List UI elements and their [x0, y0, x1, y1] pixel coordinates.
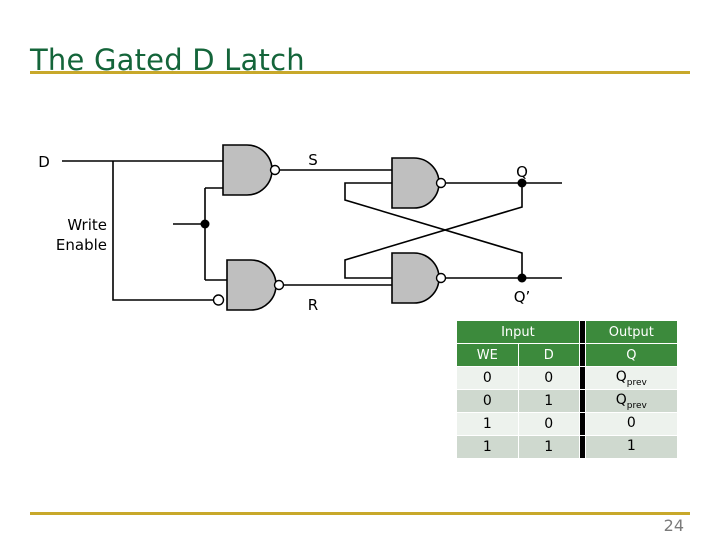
cell-q-subscript: prev: [626, 400, 647, 411]
cell-d: 0: [518, 413, 579, 435]
table-row: 1 1 1: [457, 436, 677, 458]
title-divider-rule: [30, 71, 690, 74]
column-header-d: D: [518, 344, 579, 366]
table-section-divider: [579, 344, 585, 366]
column-header-q: Q: [585, 344, 677, 366]
table-group-header-row: Input Output: [457, 321, 677, 343]
table-section-divider: [579, 436, 585, 458]
table-section-divider: [579, 321, 585, 343]
cell-we: 0: [457, 390, 518, 412]
cell-q: 0: [585, 413, 677, 435]
cell-q: 1: [585, 436, 677, 458]
junction-dot-write-enable: [200, 219, 210, 229]
label-r-node: R: [308, 296, 318, 314]
table-section-divider: [579, 413, 585, 435]
table-section-divider: [579, 367, 585, 389]
label-q-output: Q: [516, 163, 528, 181]
cell-q-base: 0: [626, 414, 636, 431]
nand-input-upper-output-bubble: [269, 164, 281, 176]
table-section-divider: [579, 390, 585, 412]
wire-crosscouple-q-to-lower: [344, 183, 523, 279]
cell-q: Qprev: [585, 390, 677, 412]
cell-we: 1: [457, 436, 518, 458]
wire-crosscouple-qnot-to-upper: [344, 182, 523, 278]
nand-input-lower-body: [226, 259, 277, 311]
cell-q-base: 1: [626, 437, 636, 454]
nand-latch-upper-output-bubble: [435, 177, 447, 189]
label-d-input: D: [38, 153, 50, 171]
nand-input-upper-body: [222, 144, 273, 196]
cell-q-base: Q: [615, 368, 627, 385]
wire-d-branch-to-lower-nand: [112, 161, 213, 301]
nand-latch-upper-body: [391, 157, 440, 209]
footer-divider-rule: [30, 512, 690, 515]
table-row: 0 1 Qprev: [457, 390, 677, 412]
page-number: 24: [663, 516, 684, 535]
label-write-enable-line1: Write: [67, 216, 107, 234]
nand-latch-lower-body: [391, 252, 440, 304]
group-header-output: Output: [585, 321, 677, 343]
nand-input-lower-output-bubble: [273, 279, 285, 291]
nand-input-lower-inverting-input-bubble: [212, 294, 225, 306]
table-row: 0 0 Qprev: [457, 367, 677, 389]
cell-q-subscript: prev: [626, 377, 647, 388]
group-header-input: Input: [457, 321, 579, 343]
nand-latch-lower-output-bubble: [435, 272, 447, 284]
table-row: 1 0 0: [457, 413, 677, 435]
cell-d: 1: [518, 436, 579, 458]
cell-d: 0: [518, 367, 579, 389]
truth-table: Input Output WE D Q 0 0 Qprev 0 1 Qprev: [456, 320, 678, 459]
label-write-enable-line2: Enable: [56, 236, 107, 254]
cell-d: 1: [518, 390, 579, 412]
column-header-we: WE: [457, 344, 518, 366]
cell-we: 0: [457, 367, 518, 389]
table-column-header-row: WE D Q: [457, 344, 677, 366]
label-qnot-output: Q’: [514, 288, 531, 306]
cell-q-base: Q: [615, 391, 627, 408]
circuit-diagram: D Write Enable S R Q Q’: [38, 144, 562, 314]
cell-we: 1: [457, 413, 518, 435]
junction-dot-q: [517, 178, 527, 188]
label-s-node: S: [308, 151, 318, 169]
cell-q: Qprev: [585, 367, 677, 389]
junction-dot-qnot: [517, 273, 527, 283]
